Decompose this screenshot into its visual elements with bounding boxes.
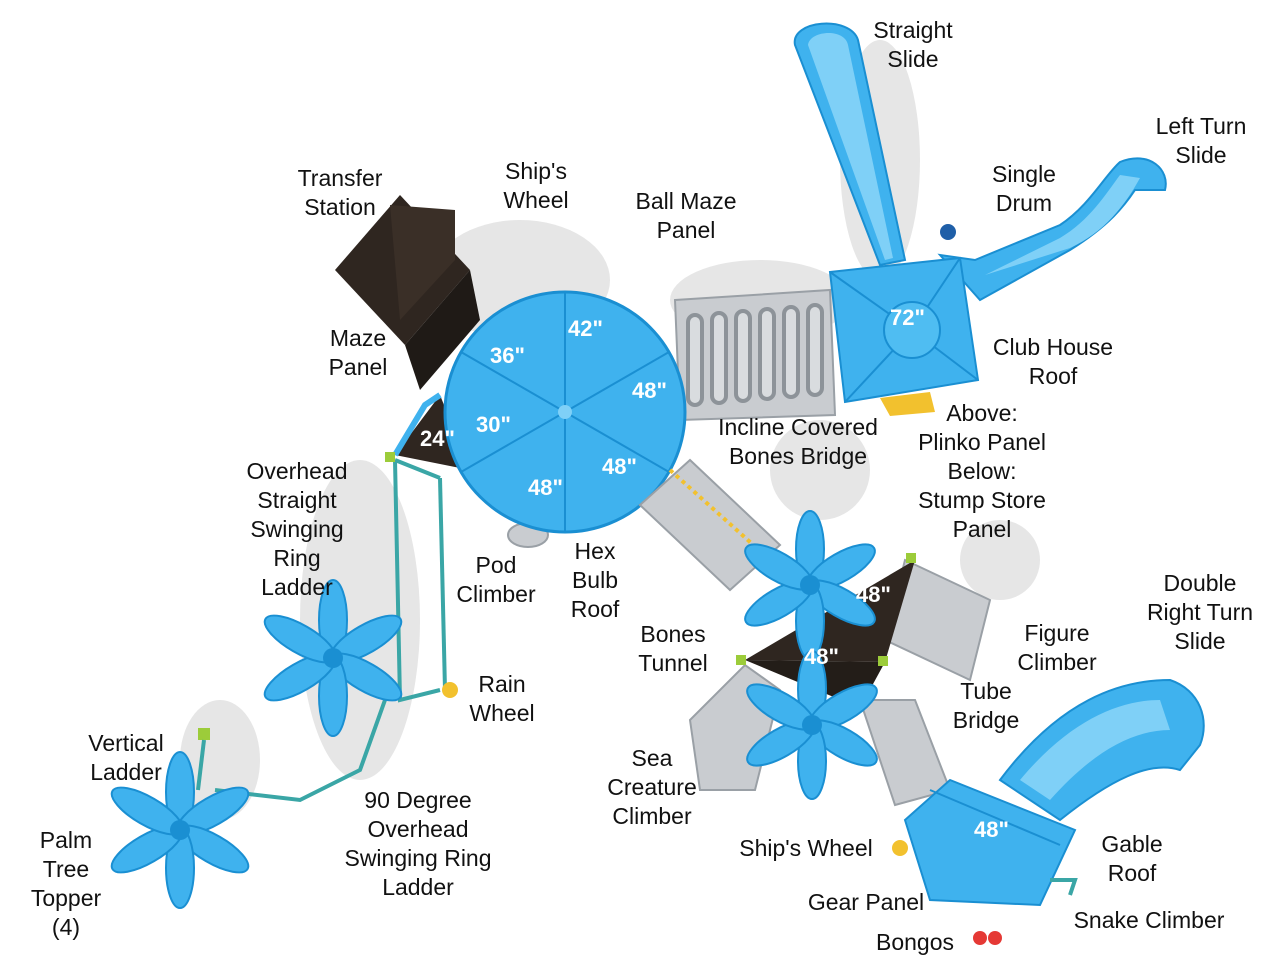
dim-48-b: 48" bbox=[602, 454, 637, 479]
club-house-roof bbox=[828, 256, 980, 404]
left-turn-slide bbox=[937, 157, 1167, 302]
label-snake-climber: Snake Climber bbox=[1073, 907, 1225, 933]
single-drum bbox=[940, 224, 956, 240]
palm-tree-topper-3 bbox=[744, 510, 876, 660]
hex-bulb-roof bbox=[443, 290, 687, 534]
double-right-turn-slide bbox=[998, 678, 1205, 822]
ships-wheel-bottom-icon bbox=[892, 840, 908, 856]
palm-tree-topper-1 bbox=[263, 579, 403, 737]
ninety-degree-ladder bbox=[214, 699, 387, 803]
sea-creature-climber bbox=[688, 663, 782, 791]
overhead-straight-ladder bbox=[393, 458, 447, 703]
vertical-ladder bbox=[196, 728, 210, 791]
dim-48-e: 48" bbox=[804, 644, 839, 669]
dim-42: 42" bbox=[568, 316, 603, 341]
rain-wheel-icon bbox=[442, 682, 458, 698]
transfer-station bbox=[335, 195, 480, 390]
posts bbox=[385, 452, 916, 666]
label-bongos: Bongos bbox=[875, 929, 955, 955]
palm-tree-topper-4 bbox=[746, 650, 878, 800]
dim-72: 72" bbox=[890, 305, 925, 330]
gable-roof bbox=[903, 778, 1077, 907]
dim-30: 30" bbox=[476, 412, 511, 437]
dim-36: 36" bbox=[490, 343, 525, 368]
palm-tree-topper-2 bbox=[110, 751, 250, 909]
straight-slide bbox=[793, 22, 907, 267]
plinko-panel bbox=[880, 392, 935, 416]
dim-48-c: 48" bbox=[528, 475, 563, 500]
bongos-icon bbox=[973, 931, 1002, 945]
label-ships-wheel-bottom: Ship's Wheel bbox=[739, 835, 873, 861]
dim-48-d: 48" bbox=[856, 582, 891, 607]
incline-covered-bones-bridge bbox=[673, 288, 837, 422]
dim-24: 24" bbox=[420, 426, 455, 451]
dim-48-a: 48" bbox=[632, 378, 667, 403]
label-gear-panel: Gear Panel bbox=[807, 889, 925, 915]
dim-48-f: 48" bbox=[974, 817, 1009, 842]
snake-climber bbox=[1050, 878, 1078, 896]
